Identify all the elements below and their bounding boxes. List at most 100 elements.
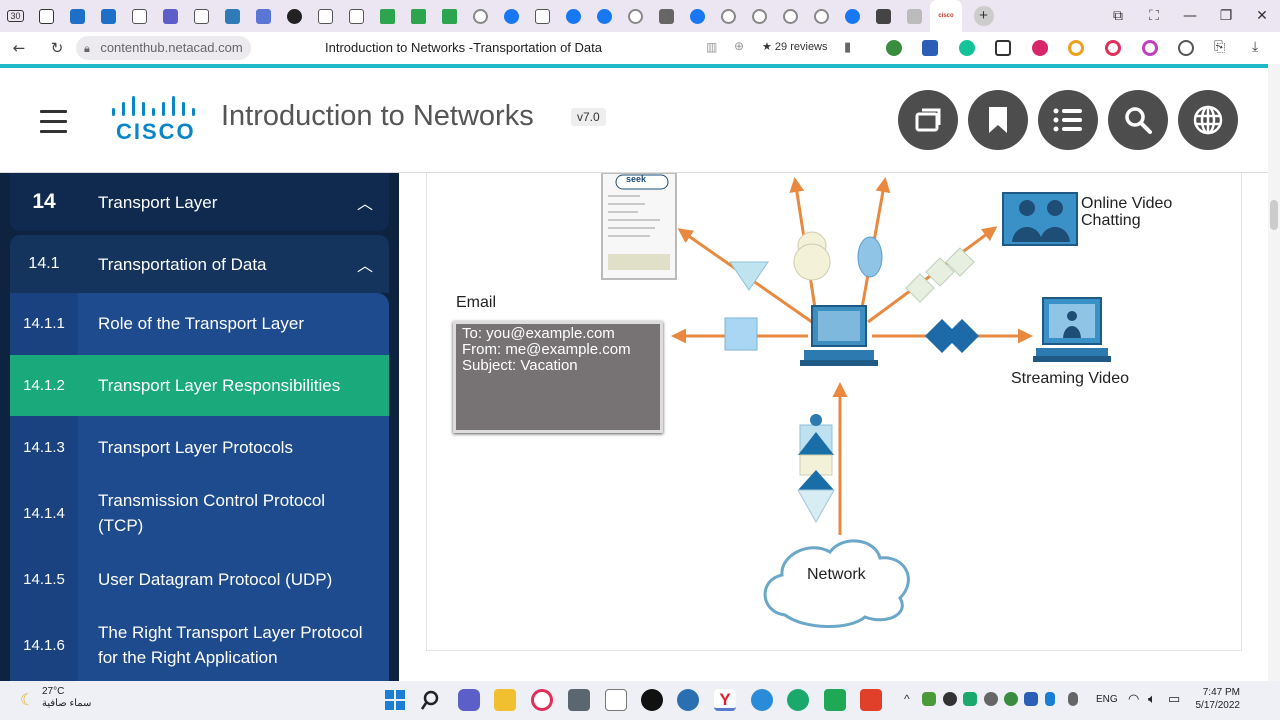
downloads-circle-icon[interactable] (1178, 40, 1194, 56)
tab-collection-icon[interactable] (31, 0, 62, 32)
green-c-icon[interactable] (824, 689, 846, 711)
tab-document-3[interactable] (310, 0, 341, 32)
sidebar-item-14-1-5[interactable]: 14.1.5 User Datagram Protocol (UDP) (10, 551, 389, 607)
tab-image[interactable] (651, 0, 682, 32)
calculator-icon[interactable] (568, 689, 590, 711)
tab-dark-2[interactable] (899, 0, 930, 32)
tray-icon-2[interactable] (943, 692, 957, 706)
tab-github[interactable] (279, 0, 310, 32)
opera-icon[interactable] (531, 689, 553, 711)
volume-icon[interactable]: 🔈︎ (1148, 691, 1156, 706)
tab-document-2[interactable] (186, 0, 217, 32)
taskbar-search-icon[interactable] (420, 689, 443, 711)
chrome-icon[interactable] (751, 689, 773, 711)
tab-google-5[interactable] (775, 0, 806, 32)
tab-google-3[interactable] (713, 0, 744, 32)
url-field[interactable]: 🔒︎ contenthub.netacad.com (76, 36, 251, 60)
bookmark-button[interactable] (968, 90, 1028, 150)
tray-icon-1[interactable] (922, 692, 936, 706)
tab-facebook-4[interactable] (682, 0, 713, 32)
sidebar-item-14-1-6[interactable]: 14.1.6 The Right Transport Layer Protoco… (10, 613, 389, 677)
teams-chat-icon[interactable] (458, 689, 480, 711)
start-button[interactable] (384, 689, 406, 711)
tab-teams[interactable] (155, 0, 186, 32)
back-icon[interactable]: ← (12, 39, 26, 57)
sidebar-item-14-1[interactable]: 14.1 Transportation of Data ︿ (10, 235, 389, 293)
tab-dark-1[interactable] (868, 0, 899, 32)
microphone-icon[interactable] (1068, 692, 1078, 706)
red-c-icon[interactable] (860, 689, 882, 711)
workspaces-icon[interactable]: ⧉ (1113, 8, 1123, 24)
extension-pink-icon[interactable] (1032, 40, 1048, 56)
maximize-button[interactable]: ❐ (1219, 8, 1233, 24)
tray-icon-5[interactable] (1004, 692, 1018, 706)
reload-icon[interactable]: ↻ (50, 39, 64, 57)
sidebar-item-14-1-1[interactable]: 14.1.1 Role of the Transport Layer (10, 293, 389, 353)
tray-chevron-icon[interactable]: ^ (904, 692, 910, 706)
file-explorer-icon[interactable] (494, 689, 516, 711)
edge-e-icon[interactable] (787, 689, 809, 711)
tab-vmware[interactable] (217, 0, 248, 32)
notepad-icon[interactable] (605, 689, 627, 711)
chevron-up-icon[interactable]: ︿ (356, 256, 373, 275)
toc-list-button[interactable] (1038, 90, 1098, 150)
tab-google-1[interactable] (465, 0, 496, 32)
bluetooth-icon[interactable] (1045, 692, 1055, 706)
tab-w-3[interactable] (434, 0, 465, 32)
collections-icon[interactable]: ⎘ (1214, 38, 1226, 54)
tab-google-6[interactable] (806, 0, 837, 32)
tray-icon-4[interactable] (984, 692, 998, 706)
tab-google-4[interactable] (744, 0, 775, 32)
tab-facebook-5[interactable] (837, 0, 868, 32)
extension-screenshot-icon[interactable] (995, 40, 1011, 56)
tab-outlook-2[interactable] (93, 0, 124, 32)
cisco-logo[interactable]: CISCO (110, 94, 200, 149)
minimize-button[interactable]: — (1183, 8, 1197, 24)
tab-azure[interactable] (248, 0, 279, 32)
scrollbar-thumb[interactable] (1270, 200, 1278, 230)
weather-widget[interactable]: 27°C سماء صافية (42, 686, 91, 710)
tab-outlook[interactable] (62, 0, 93, 32)
hamburger-menu-icon[interactable] (40, 110, 67, 140)
tab-facebook-3[interactable] (589, 0, 620, 32)
sidebar-item-14-1-4[interactable]: 14.1.4 Transmission Control Protocol (TC… (10, 481, 389, 545)
dark-app-icon[interactable] (641, 689, 663, 711)
tab-facebook-2[interactable] (558, 0, 589, 32)
chevron-up-icon[interactable]: ︿ (356, 194, 373, 213)
new-tab-button[interactable]: + (968, 0, 999, 32)
download-icon[interactable]: ⤓ (1252, 38, 1259, 54)
tab-counter-button[interactable]: 30 (0, 0, 31, 32)
sidebar-item-14-1-3[interactable]: 14.1.3 Transport Layer Protocols (10, 418, 389, 476)
language-button[interactable] (1178, 90, 1238, 150)
extension-grammarly-icon[interactable] (959, 40, 975, 56)
search-button[interactable] (1108, 90, 1168, 150)
tab-document-4[interactable] (341, 0, 372, 32)
page-scrollbar[interactable] (1268, 64, 1280, 681)
tab-document[interactable] (124, 0, 155, 32)
system-clock[interactable]: 7:47 PM 5/17/2022 (1190, 686, 1241, 712)
tab-facebook-1[interactable] (496, 0, 527, 32)
reviews-badge[interactable]: ★ 29 reviews (762, 41, 828, 53)
extension-orange-ring-icon[interactable] (1068, 40, 1084, 56)
tab-w-2[interactable] (403, 0, 434, 32)
yandex-icon[interactable]: Y (714, 689, 736, 711)
weather-moon-icon[interactable]: ☾ (20, 692, 35, 709)
reader-icon[interactable]: ▥ (706, 40, 718, 54)
extension-globe-icon[interactable] (886, 40, 902, 56)
close-window-button[interactable]: ✕ (1256, 8, 1268, 24)
extension-anti-icon[interactable] (922, 40, 938, 56)
tray-icon-3[interactable] (963, 692, 977, 706)
sidebar-item-14-1-2-active[interactable]: 14.1.2 Transport Layer Responsibilities (10, 355, 389, 416)
extension-purple-ring-icon[interactable] (1142, 40, 1158, 56)
tab-document-5[interactable] (527, 0, 558, 32)
browser-app-icon[interactable] (677, 689, 699, 711)
tab-google-2[interactable] (620, 0, 651, 32)
bookmark-icon[interactable]: ▮ (844, 39, 852, 54)
windows-button[interactable] (898, 90, 958, 150)
language-indicator[interactable]: ENG (1096, 694, 1118, 705)
sidebar-item-chapter-14[interactable]: 14 Transport Layer ︿ (10, 173, 389, 231)
tray-icon-6[interactable] (1024, 692, 1038, 706)
wifi-icon[interactable]: ◠ (1128, 691, 1140, 706)
tab-w-1[interactable] (372, 0, 403, 32)
profile-icon[interactable]: ⛶ (1149, 8, 1159, 24)
